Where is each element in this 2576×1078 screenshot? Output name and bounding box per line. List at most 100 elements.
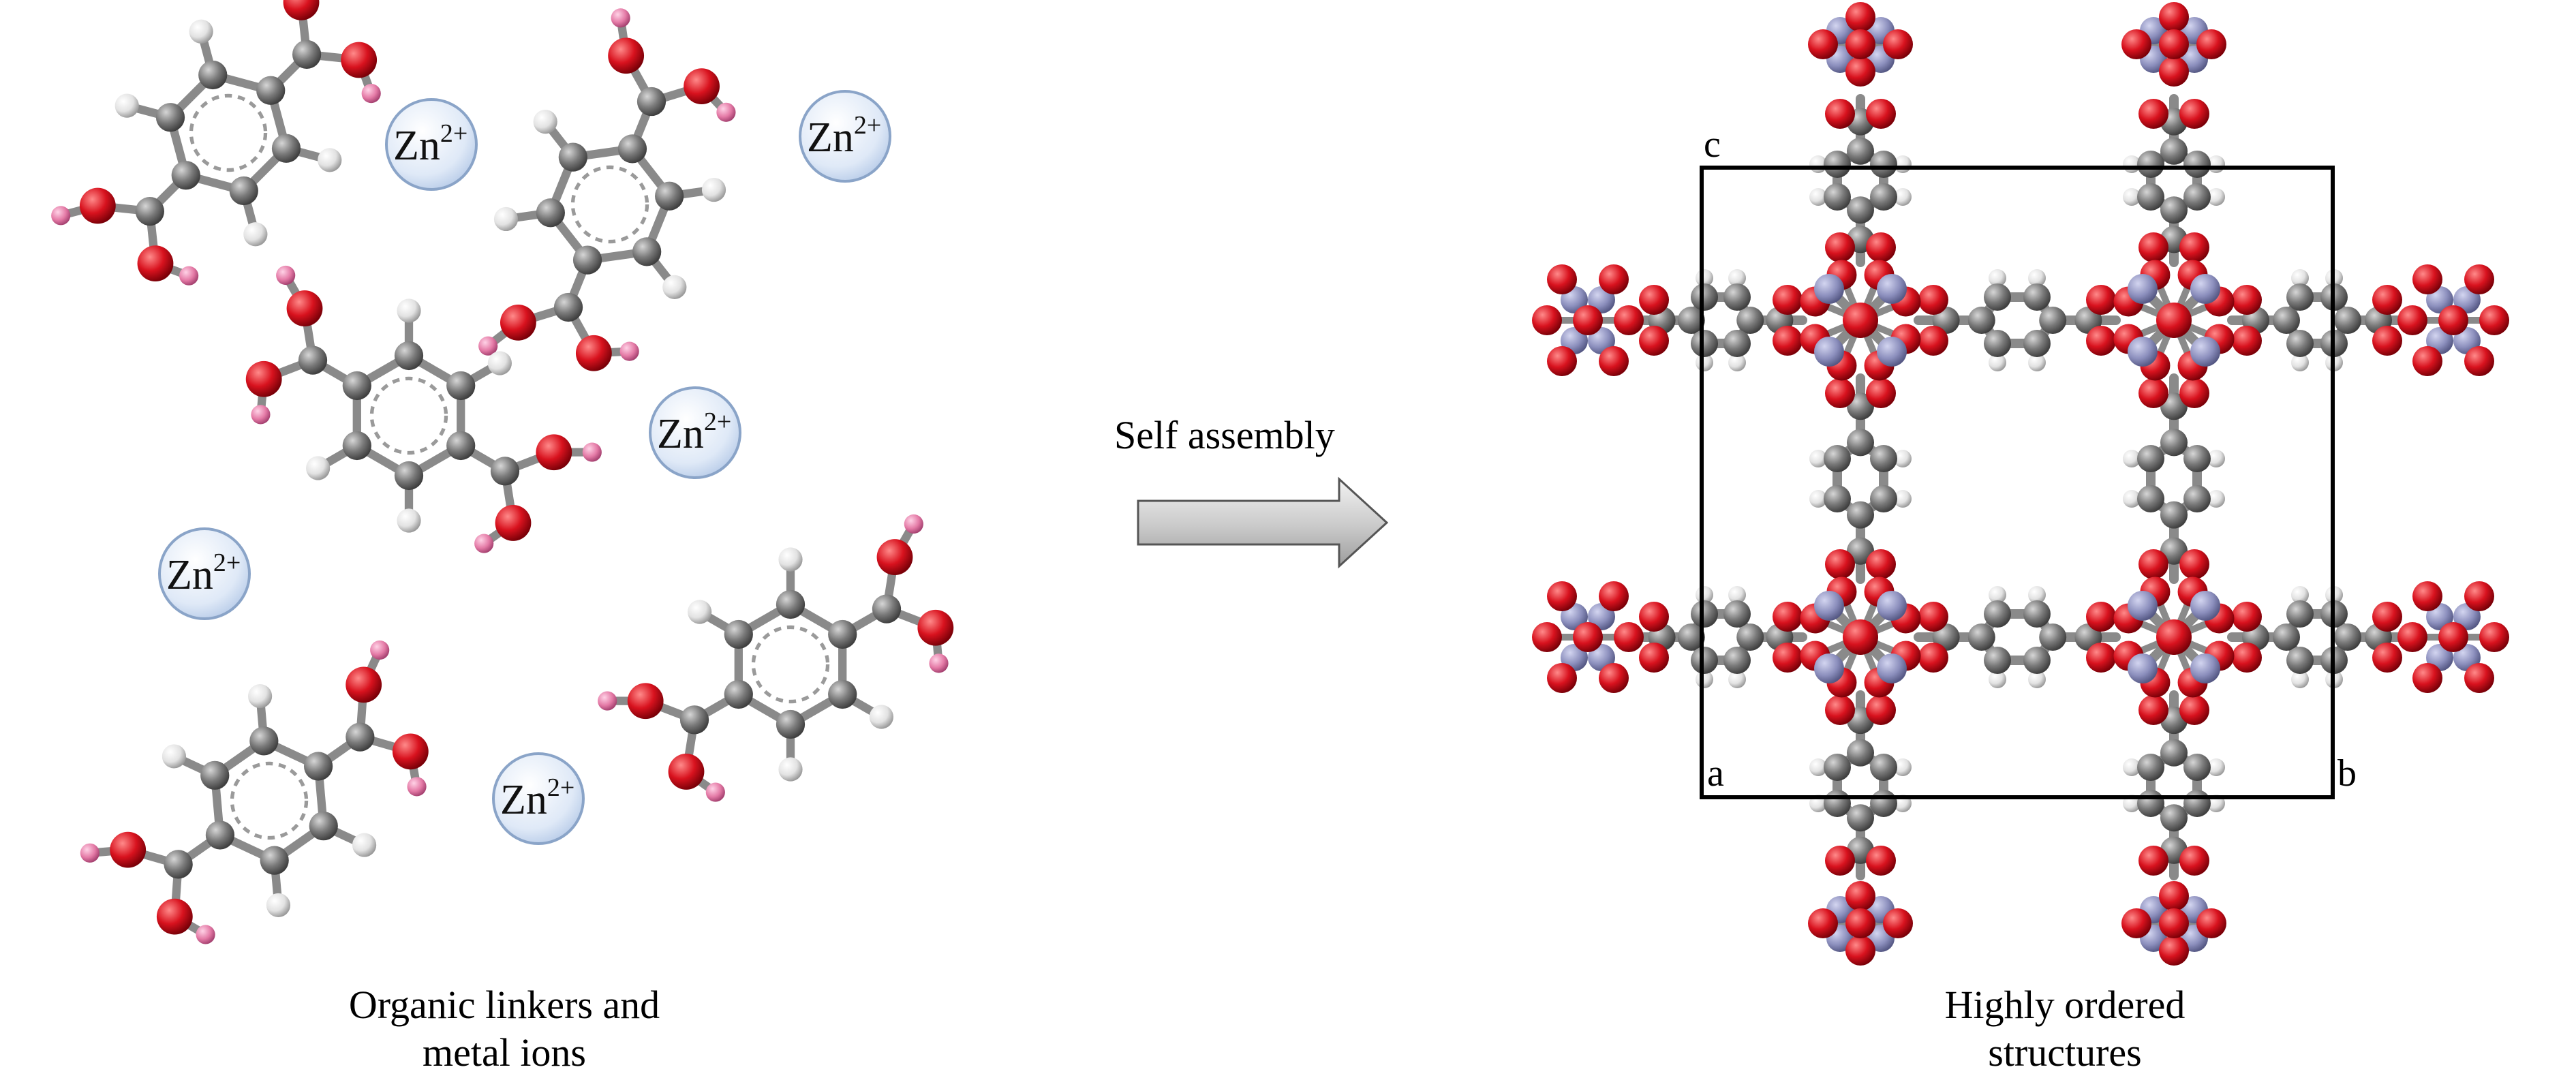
hydrogen-atom: [2123, 188, 2141, 206]
zinc-atom: [2128, 653, 2158, 683]
oxygen-atom: [2479, 305, 2509, 335]
linker-molecules: [51, 0, 954, 944]
carbon-atom: [2137, 790, 2164, 817]
carbon-atom: [346, 722, 375, 752]
zinc-atom: [1814, 653, 1844, 683]
acid-hydrogen-atom: [904, 514, 923, 534]
zinc-atom: [2190, 653, 2220, 683]
oxygen-atom: [2156, 619, 2192, 655]
hydrogen-atom: [2123, 758, 2141, 776]
oxygen-atom: [1599, 346, 1629, 376]
zinc-atom: [2190, 591, 2220, 621]
ion-sphere: [385, 98, 478, 191]
oxygen-atom: [2464, 663, 2494, 693]
oxygen-atom: [1532, 305, 1562, 335]
aromatic-ring: [751, 625, 830, 704]
carbon-atom: [655, 181, 684, 211]
oxygen-atom: [1883, 29, 1913, 59]
carbon-atom: [2160, 429, 2188, 457]
oxygen-atom: [1918, 643, 1948, 673]
oxygen-atom: [1845, 881, 1875, 911]
acid-hydrogen-atom: [929, 653, 949, 673]
unit-cell-box: [1700, 166, 2335, 799]
carbon-atom: [1847, 137, 1874, 165]
carbon-atom: [2023, 283, 2051, 311]
carbon-atom: [394, 461, 424, 491]
zinc-atom: [1814, 274, 1844, 304]
hydrogen-atom: [2028, 354, 2046, 371]
carbon-atom: [2160, 739, 2188, 767]
carbon-atom: [2137, 754, 2164, 781]
ion-sphere: [649, 386, 741, 479]
aromatic-ring: [369, 376, 448, 455]
carbon-atom: [342, 371, 371, 401]
carbon-atom: [2286, 330, 2314, 357]
hydrogen-atom: [243, 222, 268, 247]
carbon-atom: [2023, 647, 2051, 674]
carbon-atom: [572, 245, 602, 275]
zinc-atom: [2128, 337, 2158, 367]
oxygen-atom: [1843, 303, 1878, 338]
carbon-atom: [1691, 283, 1718, 311]
carbon-atom: [637, 87, 666, 117]
oxygen-atom: [2479, 622, 2509, 652]
ion-sphere: [158, 527, 251, 620]
acid-hydrogen-atom: [716, 102, 736, 122]
oxygen-atom: [2159, 29, 2189, 59]
carbon-atom: [679, 705, 709, 735]
acid-hydrogen-atom: [598, 691, 617, 711]
self-assembly-arrow: [1137, 476, 1389, 569]
carbon-atom: [1691, 600, 1718, 628]
carbon-atom: [2286, 600, 2314, 628]
carbon-atom: [2039, 623, 2067, 651]
carbon-atom: [1824, 151, 1851, 178]
carbon-atom: [2183, 790, 2211, 817]
oxygen-atom: [2179, 695, 2209, 725]
oxygen-atom: [1825, 695, 1855, 725]
terephthalic-acid-molecule: [478, 8, 736, 371]
oxygen-atom: [2156, 303, 2192, 338]
oxygen-atom: [2372, 326, 2402, 356]
oxygen-atom: [2159, 936, 2189, 966]
carbon-atom: [632, 237, 662, 266]
oxygen-atom: [876, 539, 913, 575]
hydrogen-atom: [2207, 490, 2225, 508]
carbon-atom: [1984, 283, 2011, 311]
acid-hydrogen-atom: [611, 8, 630, 28]
hydrogen-atom: [397, 508, 421, 533]
hydrogen-atom: [1894, 188, 1912, 206]
oxygen-atom: [2086, 326, 2116, 356]
carbon-atom: [135, 196, 165, 226]
oxygen-atom: [2121, 29, 2151, 59]
oxygen-atom: [2412, 581, 2442, 611]
hydrogen-atom: [1989, 354, 2006, 371]
hydrogen-atom: [2291, 354, 2309, 371]
carbon-atom: [776, 589, 806, 619]
oxygen-atom: [1808, 908, 1838, 938]
oxygen-atom: [2412, 663, 2442, 693]
oxygen-atom: [2086, 643, 2116, 673]
carbon-atom: [1723, 600, 1751, 628]
carbon-atom: [724, 679, 753, 709]
carbon-atom: [1824, 790, 1851, 817]
hydrogen-atom: [2291, 269, 2309, 287]
hydrogen-atom: [1989, 269, 2006, 287]
oxygen-atom: [286, 290, 323, 326]
right-caption-line1: Highly ordered: [1944, 983, 2186, 1027]
oxygen-atom: [1845, 908, 1875, 938]
hydrogen-atom: [1728, 269, 1746, 287]
carbon-atom: [1967, 307, 1995, 334]
oxygen-atom: [1639, 602, 1669, 632]
carbon-atom: [2137, 445, 2164, 472]
hydrogen-atom: [2123, 450, 2141, 467]
ion-charge: 2+: [854, 111, 881, 140]
zinc-ion: Zn2+: [385, 98, 478, 191]
carbon-atom: [2160, 196, 2188, 224]
carbon-atom: [1870, 485, 1897, 512]
carbon-atom: [446, 371, 476, 401]
oxygen-atom: [608, 37, 645, 74]
carbon-atom: [260, 846, 289, 875]
oxygen-atom: [1532, 622, 1562, 652]
carbon-atom: [2273, 307, 2300, 334]
